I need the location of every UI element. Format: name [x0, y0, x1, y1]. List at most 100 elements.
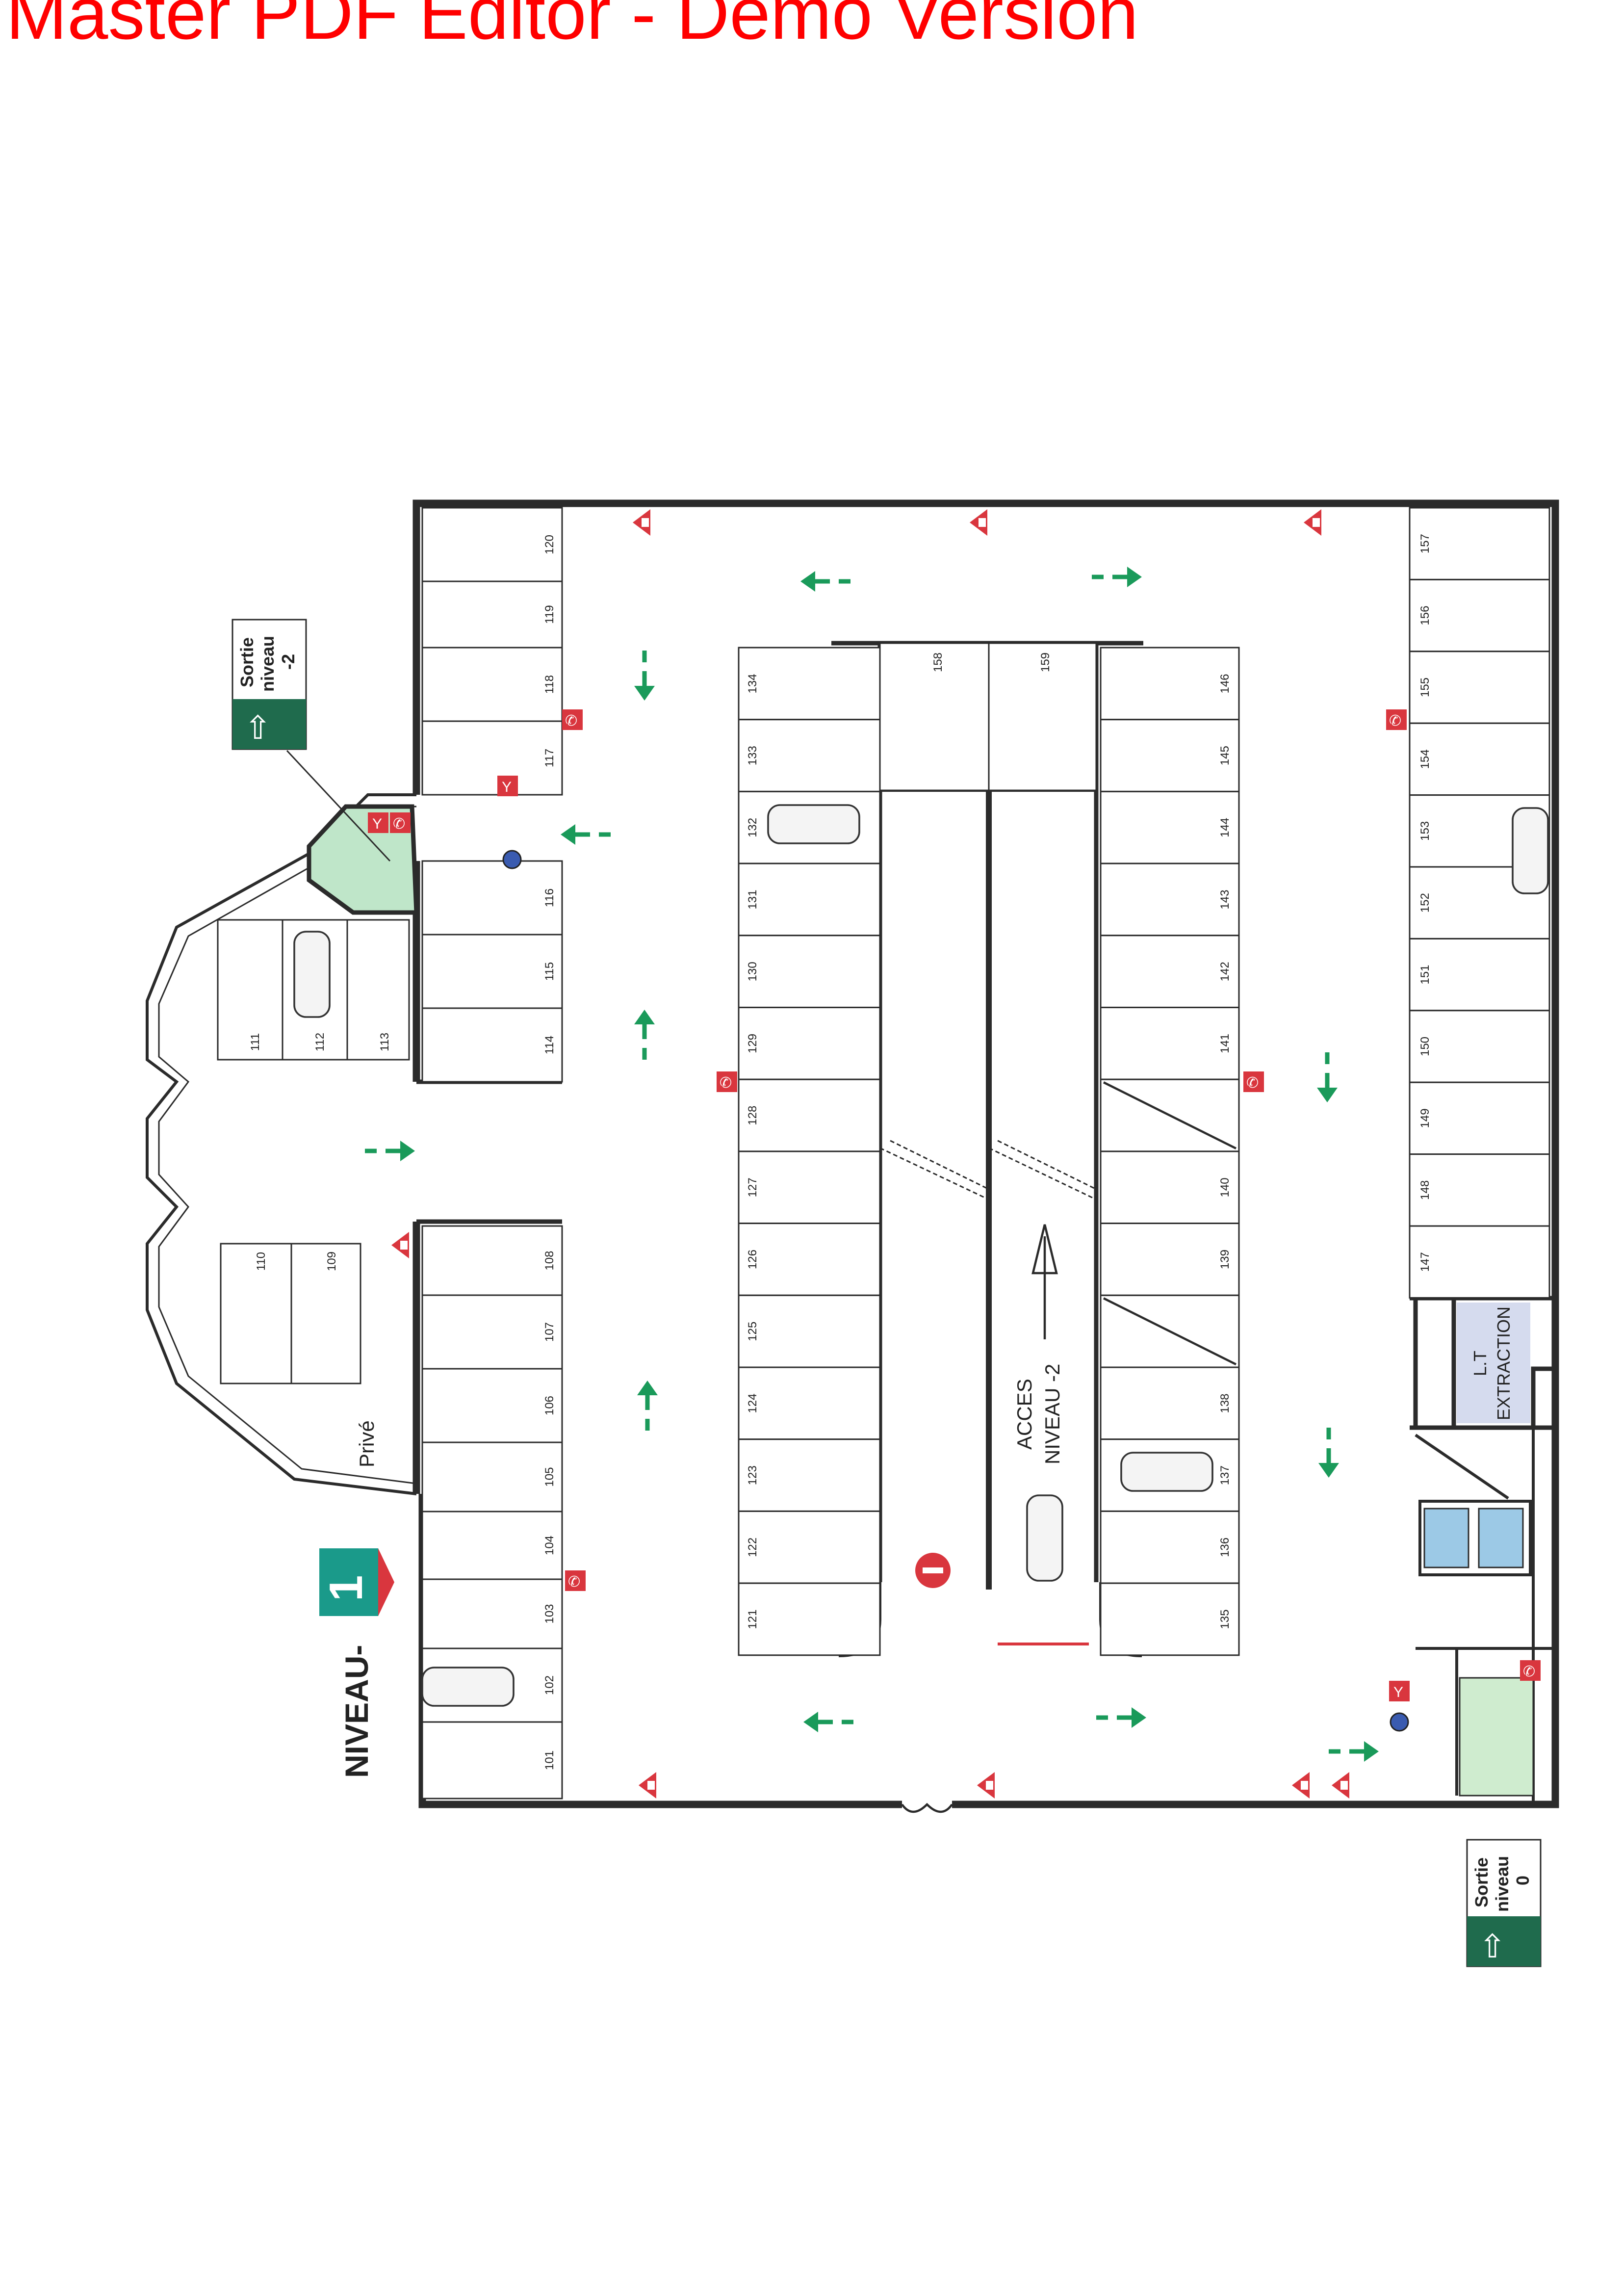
parking-space: 114 — [421, 1007, 563, 1083]
private-room-label: Privé — [355, 1420, 378, 1467]
parking-space: 135 — [1100, 1582, 1240, 1656]
parking-space: 134 — [738, 647, 881, 721]
space-number: 115 — [543, 962, 556, 981]
parking-space: 131 — [738, 862, 881, 937]
exit-arrow-icon — [1317, 1052, 1338, 1102]
parking-space: 116 — [421, 860, 563, 936]
svg-text:-2: -2 — [278, 654, 298, 670]
parking-spaces: 1201191181171161151141081071061051041031… — [217, 507, 1550, 1800]
space-number: 147 — [1418, 1252, 1432, 1272]
parking-space: 146 — [1100, 647, 1240, 721]
exit-arrow-icon — [1329, 1741, 1379, 1762]
extraction-label-line2: EXTRACTION — [1494, 1306, 1514, 1420]
alarm-button-icon — [1390, 1712, 1409, 1732]
safety-icons: ✆✆✆✆✆✆✆YYY — [293, 509, 1549, 1799]
space-number: 112 — [313, 1033, 327, 1051]
fire-extinguisher-icon — [1389, 1681, 1410, 1701]
extraction-label-line1: L.T — [1470, 1351, 1490, 1376]
parking-space: 105 — [421, 1441, 563, 1513]
space-number: 122 — [746, 1538, 759, 1557]
space-number: 129 — [746, 1034, 759, 1053]
car-icon — [293, 931, 331, 1018]
svg-text:✆: ✆ — [1389, 713, 1401, 729]
space-number: 149 — [1418, 1108, 1432, 1128]
svg-text:✆: ✆ — [1246, 1075, 1259, 1091]
space-number: 152 — [1418, 893, 1432, 913]
parking-space: 111 — [217, 919, 283, 1061]
level-label: NIVEAU- — [338, 1645, 375, 1778]
parking-space: 152 — [1409, 866, 1550, 939]
parking-space: 117 — [421, 720, 563, 796]
space-number: 131 — [746, 890, 759, 910]
parking-space: 130 — [738, 935, 881, 1008]
phone-icon — [1386, 709, 1407, 730]
space-number: 154 — [1418, 749, 1432, 769]
parking-space: 142 — [1100, 935, 1240, 1008]
parking-space: 139 — [1100, 1223, 1240, 1296]
parking-space: 125 — [738, 1294, 881, 1368]
parking-space: 126 — [738, 1223, 881, 1296]
svg-text:✆: ✆ — [568, 1574, 580, 1590]
exit-arrow-icon — [365, 1141, 415, 1161]
space-number: 106 — [543, 1396, 556, 1415]
space-number: 150 — [1418, 1037, 1432, 1056]
phone-icon — [562, 709, 583, 730]
parking-space: 144 — [1100, 790, 1240, 864]
parking-space: 108 — [421, 1225, 563, 1296]
parking-space: 127 — [738, 1150, 881, 1225]
svg-text:Y: Y — [1393, 1684, 1403, 1700]
space-number: 137 — [1218, 1465, 1232, 1485]
parking-space: 128 — [738, 1078, 881, 1152]
svg-text:niveau: niveau — [258, 636, 278, 692]
parking-space: 145 — [1100, 719, 1240, 792]
parking-space: 120 — [421, 507, 563, 582]
parking-space: 101 — [421, 1721, 563, 1800]
parking-space: 151 — [1409, 938, 1550, 1012]
space-number: 126 — [746, 1250, 759, 1269]
svg-text:✆: ✆ — [720, 1075, 732, 1091]
exit-sign-level-0: Sortie niveau 0 ⇧ — [1466, 1839, 1542, 1967]
car-icon — [1026, 1494, 1063, 1582]
parking-space: 103 — [421, 1578, 563, 1649]
space-number: 133 — [746, 746, 759, 765]
space-number: 123 — [746, 1465, 759, 1485]
exit-arrow-icon — [561, 824, 611, 845]
svg-text:✆: ✆ — [565, 713, 577, 729]
exit-arrow-icon — [637, 1381, 658, 1431]
parking-space: 124 — [738, 1366, 881, 1440]
exit-arrow-icon — [1318, 1428, 1339, 1478]
spiral-staircase — [307, 804, 419, 915]
space-number: 116 — [543, 888, 556, 907]
running-man-icon: ⇧ — [1479, 1928, 1506, 1964]
parking-space: 104 — [421, 1511, 563, 1580]
parking-space: 113 — [346, 919, 410, 1061]
level-badge-arrow-icon — [378, 1548, 394, 1616]
running-man-icon: ⇧ — [244, 709, 271, 746]
phone-icon — [1520, 1660, 1541, 1681]
parking-space: 147 — [1409, 1225, 1550, 1299]
parking-space — [1100, 1294, 1240, 1368]
svg-text:✆: ✆ — [393, 816, 405, 832]
parking-space — [1100, 1078, 1240, 1152]
space-number: 120 — [543, 535, 556, 554]
parking-space: 148 — [1409, 1153, 1550, 1227]
level-badge — [319, 1548, 378, 1616]
space-number: 103 — [543, 1604, 556, 1623]
parking-space: 140 — [1100, 1150, 1240, 1225]
parking-space: 155 — [1409, 651, 1550, 724]
ramp-direction-arrow-icon — [1031, 1224, 1058, 1339]
parking-space: 150 — [1409, 1010, 1550, 1083]
car-icon — [1512, 807, 1549, 894]
parking-space: 107 — [421, 1294, 563, 1370]
space-number: 144 — [1218, 818, 1232, 837]
space-number: 107 — [543, 1322, 556, 1342]
space-number: 118 — [543, 675, 556, 694]
car-icon — [1120, 1452, 1213, 1492]
parking-space: 109 — [290, 1243, 361, 1384]
parking-space: 154 — [1409, 722, 1550, 796]
space-number: 139 — [1218, 1250, 1232, 1269]
space-number: 151 — [1418, 965, 1432, 985]
space-number: 143 — [1218, 890, 1232, 910]
space-number: 108 — [543, 1251, 556, 1270]
